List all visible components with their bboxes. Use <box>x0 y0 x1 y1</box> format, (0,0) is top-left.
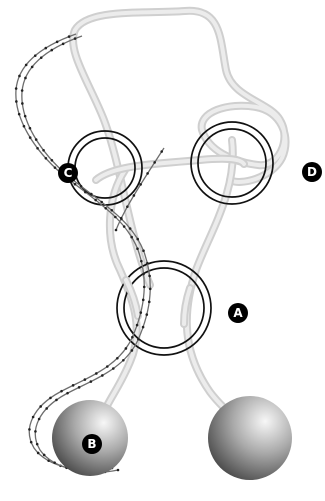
marker-d-label: D <box>307 165 317 179</box>
marker-b-label: B <box>87 437 96 451</box>
marker-c: C <box>58 163 78 183</box>
marker-a: A <box>228 303 248 323</box>
over-ring-rope <box>126 280 190 324</box>
marker-b: B <box>82 434 102 454</box>
marker-d: D <box>302 162 322 182</box>
ball-right <box>208 396 292 480</box>
marker-a-label: A <box>233 306 243 320</box>
marker-c-label: C <box>64 166 73 180</box>
upper-rope-loop <box>73 11 286 285</box>
